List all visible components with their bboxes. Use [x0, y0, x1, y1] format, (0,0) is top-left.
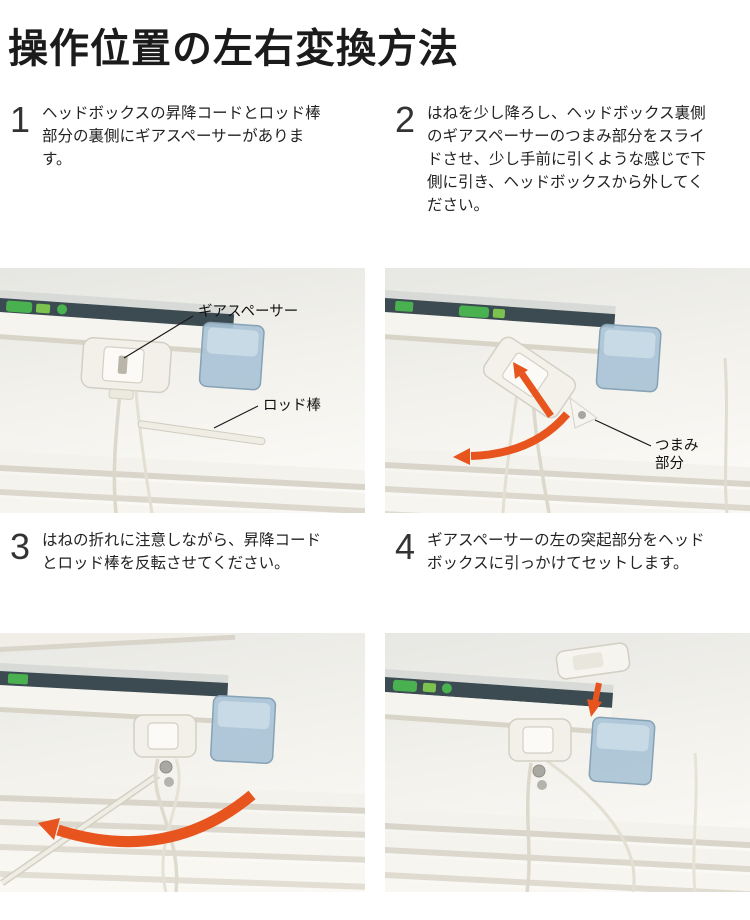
- step-3-text: はねの折れに注意しながら、昇降コードとロッド棒を反転させてください。: [42, 530, 330, 576]
- photo-step-2-illustration: つまみ 部分: [385, 268, 750, 513]
- step-4: 4 ギアスペーサーの左の突起部分をヘッドボックスに引っかけてセットします。: [385, 513, 750, 633]
- photo-step-3-illustration: [0, 633, 365, 892]
- photo-step-2: つまみ 部分: [385, 268, 750, 513]
- step-2: 2 はねを少し降ろし、ヘッドボックス裏側のギアスペーサーのつまみ部分をスライドさ…: [385, 86, 750, 268]
- instruction-page: 操作位置の左右変換方法 1 ヘッドボックスの昇降コードとロッド棒部分の裏側にギア…: [0, 26, 750, 920]
- step-4-number: 4: [395, 529, 415, 565]
- step-1: 1 ヘッドボックスの昇降コードとロッド棒部分の裏側にギアスペーサーがあります。: [0, 86, 365, 268]
- step-4-text: ギアスペーサーの左の突起部分をヘッドボックスに引っかけてセットします。: [427, 530, 715, 576]
- gear-part-icon: [395, 301, 414, 312]
- step-1-text: ヘッドボックスの昇降コードとロッド棒部分の裏側にギアスペーサーがあります。: [42, 103, 330, 172]
- photo-step-3: [0, 633, 365, 892]
- knob-pin: [578, 411, 586, 419]
- gear-part-icon: [423, 683, 437, 693]
- photo-step-1: ギアスペーサー ロッド棒: [0, 268, 365, 513]
- label-knob-line1: つまみ: [655, 438, 699, 454]
- step-3-number: 3: [10, 529, 30, 565]
- step-3: 3 はねの折れに注意しながら、昇降コードとロッド棒を反転させてください。: [0, 513, 365, 633]
- photos-row-bottom: [0, 633, 750, 892]
- blue-end-cap: [596, 324, 661, 392]
- gear-part-icon: [36, 304, 51, 314]
- steps-row-bottom: 3 はねの折れに注意しながら、昇降コードとロッド棒を反転させてください。 4 ギ…: [0, 513, 750, 633]
- gear-part-icon: [8, 673, 28, 684]
- gear-part-icon: [393, 680, 418, 693]
- steps-row-top: 1 ヘッドボックスの昇降コードとロッド棒部分の裏側にギアスペーサーがあります。 …: [0, 86, 750, 268]
- blue-end-cap: [210, 695, 275, 763]
- step-2-number: 2: [395, 102, 415, 138]
- photo-step-4: [385, 633, 750, 892]
- label-gear-spacer: ギアスペーサー: [198, 303, 298, 320]
- gear-part-icon: [6, 300, 33, 313]
- blue-end-cap: [199, 322, 264, 390]
- lift-cord: [725, 358, 727, 513]
- photo-step-1-illustration: ギアスペーサー ロッド棒: [0, 268, 365, 513]
- gear-part-icon: [459, 305, 490, 318]
- insert-arrow-shaft: [595, 683, 599, 703]
- label-rod: ロッド棒: [263, 397, 321, 414]
- step-2-text: はねを少し降ろし、ヘッドボックス裏側のギアスペーサーのつまみ部分をスライドさせ、…: [427, 103, 715, 218]
- step-1-number: 1: [10, 102, 30, 138]
- photos-row-top: ギアスペーサー ロッド棒: [0, 268, 750, 513]
- page-title: 操作位置の左右変換方法: [8, 26, 750, 86]
- blue-end-cap: [589, 717, 655, 785]
- photo-step-4-illustration: [385, 633, 750, 892]
- label-knob-line2: 部分: [655, 455, 684, 472]
- gear-part-icon: [493, 309, 506, 319]
